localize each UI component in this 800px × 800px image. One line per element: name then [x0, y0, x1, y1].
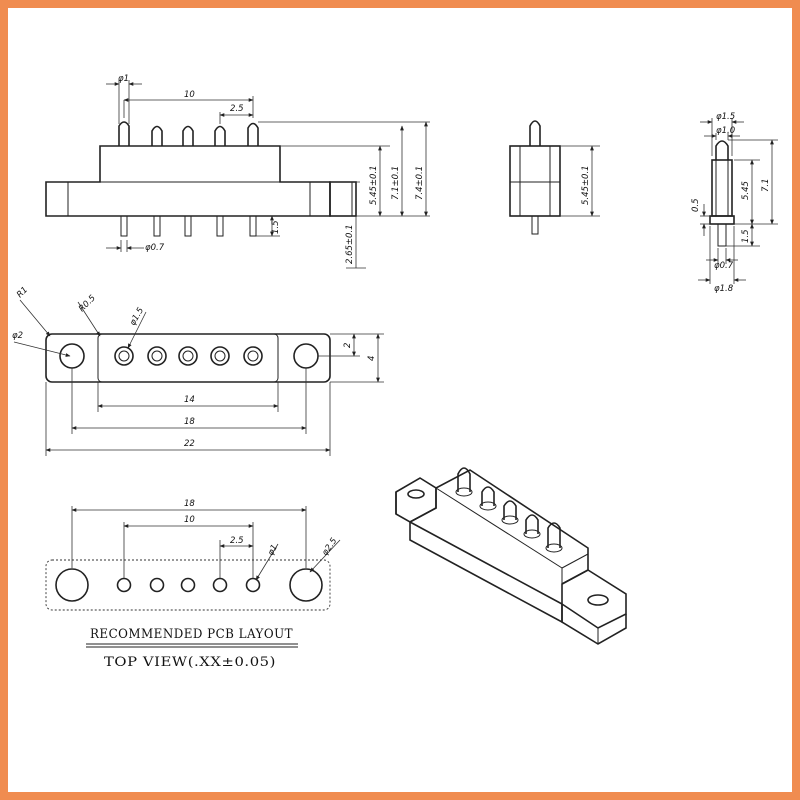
pin-dim-d10: φ1.0: [716, 126, 735, 136]
top-view: R1 R0.5 φ1.5 φ2 2 4 14 18 22: [12, 285, 384, 456]
pin-dim-d07: φ0.7: [714, 261, 734, 271]
pin-dim-71: 7.1: [761, 178, 771, 192]
front-view: φ1 10 2.5 5.45±0.1 7.1±0.1 7.4±0.1 φ0.7 …: [45, 74, 430, 269]
side-dim-height: 5.45±0.1: [581, 165, 591, 205]
dim-height-71: 7.1±0.1: [391, 166, 401, 200]
top-dim-w14: 14: [184, 395, 195, 405]
pin-dim-d18: φ1.8: [714, 284, 734, 294]
pin-dim-d15: φ1.5: [716, 112, 735, 122]
dim-side-height: 2.65±0.1: [345, 224, 355, 264]
pin-dim-545: 5.45: [741, 181, 751, 200]
pcb-pin-holes: [116, 577, 261, 593]
pcb-dim-d1: φ1: [266, 543, 280, 558]
top-dim-h4: 4: [367, 356, 377, 361]
pcb-caption-title: RECOMMENDED PCB LAYOUT: [90, 627, 293, 642]
pin-dim-15: 1.5: [741, 229, 751, 243]
pcb-dim-d25: φ2.5: [320, 536, 339, 557]
top-dim-r05: R0.5: [77, 293, 98, 314]
dim-pitch: 2.5: [230, 104, 244, 114]
side-view: 5.45±0.1: [509, 120, 600, 235]
pcb-dim-w18: 18: [184, 499, 195, 509]
top-dim-r1: R1: [15, 285, 30, 300]
dim-tail-dia: φ0.7: [145, 243, 165, 253]
pin-detail: φ1.5 φ1.0 5.45 7.1 1.5 0.5 φ0.7 φ1.8: [691, 112, 778, 294]
pcb-dim-w10: 10: [184, 515, 195, 525]
top-dim-d2: φ2: [12, 331, 23, 341]
dim-pitch-total: 10: [184, 90, 195, 100]
top-pin-holes: [114, 346, 263, 366]
isometric-pins: [455, 467, 563, 553]
front-pins-bottom: [120, 215, 257, 237]
dim-pin-dia: φ1: [118, 74, 129, 84]
front-pins-top: [118, 121, 259, 146]
top-dim-w22: 22: [184, 439, 195, 449]
pcb-layout: 18 10 2.5 φ1 φ2.5 RECOMMENDED PCB LAYOUT…: [45, 499, 341, 670]
pcb-caption-subtitle: TOP VIEW(.XX±0.05): [104, 655, 276, 670]
pcb-dim-p25: 2.5: [230, 536, 244, 546]
pin-dim-05: 0.5: [691, 198, 701, 212]
dim-height-74: 7.4±0.1: [415, 166, 425, 200]
top-dim-h2: 2: [343, 343, 353, 348]
isometric-view: [395, 467, 627, 645]
dim-tail-len: 1.5: [271, 220, 281, 234]
dim-height-545: 5.45±0.1: [369, 165, 379, 205]
top-dim-w18: 18: [184, 417, 195, 427]
